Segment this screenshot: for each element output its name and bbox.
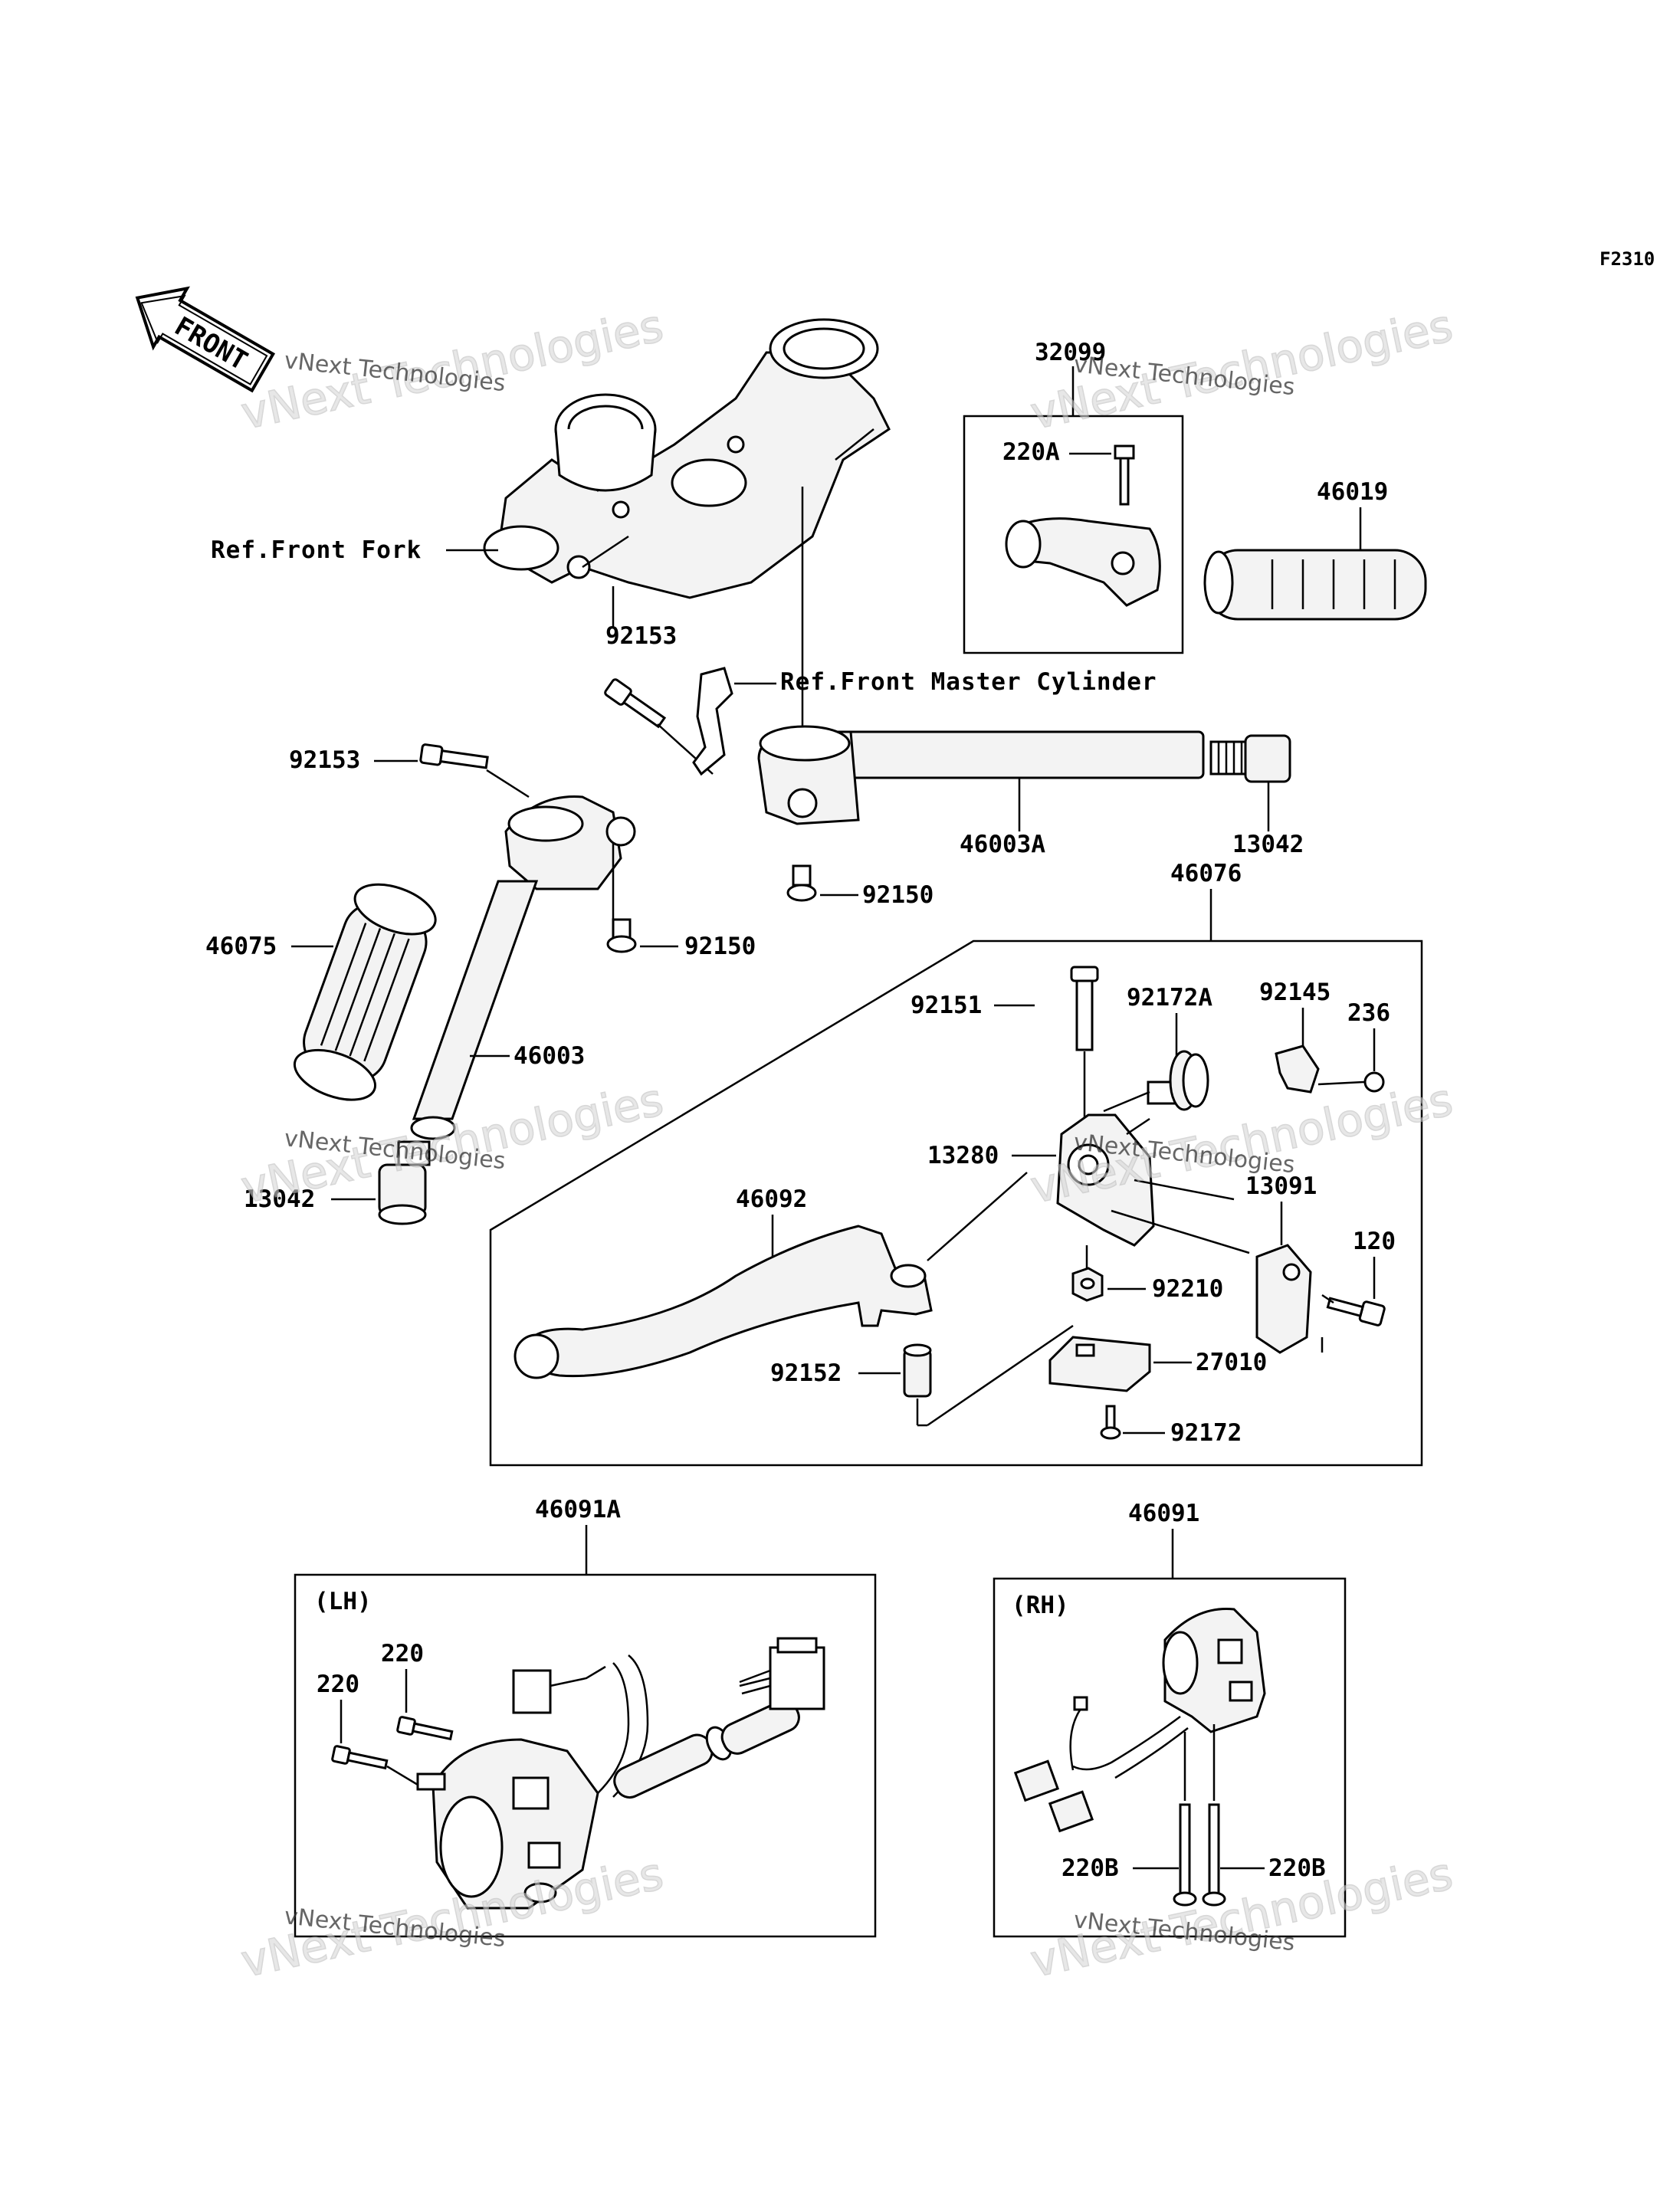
- label-13091: 13091: [1245, 1172, 1317, 1200]
- nut-92210: [1071, 1267, 1104, 1302]
- screw-220A: [1114, 444, 1135, 506]
- label-220B-right: 220B: [1268, 1854, 1326, 1882]
- screw-92172: [1100, 1405, 1121, 1440]
- figure-code: F2310: [1600, 248, 1655, 270]
- label-32099: 32099: [1035, 339, 1106, 366]
- left-switch-housing: [416, 1738, 599, 1910]
- label-92153-left: 92153: [289, 746, 360, 774]
- label-46019: 46019: [1317, 478, 1388, 506]
- lever-holder-13280: [1056, 1113, 1250, 1254]
- bolt-92153-upper: [604, 678, 667, 729]
- label-92172: 92172: [1170, 1419, 1242, 1447]
- label-220A: 220A: [1002, 438, 1060, 466]
- box-46076: [489, 939, 1423, 1467]
- bolt-92153-left: [419, 743, 489, 769]
- clutch-switch-27010: [1048, 1336, 1151, 1392]
- clutch-lever-46092: [514, 1225, 933, 1379]
- front-arrow-icon: FRONT: [135, 286, 276, 393]
- label-46091: 46091: [1128, 1500, 1199, 1527]
- left-handlebar-46003: [410, 795, 636, 1140]
- left-switch-wiring: [512, 1637, 825, 1799]
- adjuster-92172A: [1147, 1050, 1209, 1111]
- label-220-b: 220: [317, 1671, 359, 1698]
- bolt-92150-left: [606, 918, 637, 953]
- label-92145: 92145: [1259, 979, 1331, 1006]
- label-92210: 92210: [1152, 1275, 1223, 1303]
- label-92150-left: 92150: [684, 933, 756, 960]
- lh-tag: (LH): [314, 1588, 372, 1615]
- label-46075: 46075: [205, 933, 277, 960]
- label-92172A: 92172A: [1127, 984, 1212, 1012]
- label-13042-left: 13042: [244, 1185, 315, 1213]
- label-13042-right: 13042: [1232, 831, 1304, 858]
- box-46091A: [294, 1573, 877, 1938]
- label-92153-upper: 92153: [605, 622, 677, 650]
- bolt-92151: [1070, 966, 1099, 1051]
- screw-236: [1317, 1071, 1385, 1093]
- label-220B-left: 220B: [1061, 1854, 1119, 1882]
- label-13280: 13280: [927, 1142, 999, 1169]
- right-grip: [1203, 549, 1427, 621]
- box-46091: [993, 1577, 1347, 1938]
- label-92150-center: 92150: [862, 881, 934, 909]
- screw-220-b: [331, 1745, 389, 1770]
- label-120: 120: [1353, 1228, 1396, 1255]
- left-grip: [293, 883, 437, 1101]
- ref-front-master-cylinder: Ref.Front Master Cylinder: [780, 668, 1157, 696]
- label-236: 236: [1347, 999, 1390, 1027]
- ref-front-fork: Ref.Front Fork: [211, 536, 422, 564]
- clamp-13091: [1255, 1244, 1324, 1354]
- upper-triple-clamp: [483, 318, 891, 599]
- bolt-92150-center: [786, 864, 817, 902]
- bolt-120: [1326, 1297, 1386, 1326]
- label-92151: 92151: [911, 992, 982, 1019]
- screws-220B: [1173, 1724, 1226, 1907]
- label-27010: 27010: [1196, 1349, 1267, 1376]
- label-220-a: 220: [381, 1640, 424, 1667]
- bracket-master-cylinder: [692, 667, 733, 776]
- screw-220-a: [396, 1716, 454, 1741]
- clip-92145: [1275, 1044, 1320, 1094]
- right-switch-wiring: [1013, 1696, 1189, 1833]
- label-46003: 46003: [514, 1042, 585, 1070]
- throttle-housing: [1005, 517, 1161, 607]
- right-handlebar-46003A: [757, 725, 1205, 825]
- rh-tag: (RH): [1012, 1592, 1069, 1619]
- label-46003A: 46003A: [960, 831, 1045, 858]
- label-46091A: 46091A: [535, 1496, 621, 1523]
- label-46092: 46092: [736, 1185, 807, 1213]
- bar-end-13042-left: [378, 1140, 431, 1225]
- collar-92152: [903, 1343, 932, 1398]
- right-switch-housing: [1162, 1608, 1266, 1733]
- label-46076: 46076: [1170, 860, 1242, 887]
- bar-end-13042-right: [1209, 734, 1291, 783]
- label-92152: 92152: [770, 1359, 842, 1387]
